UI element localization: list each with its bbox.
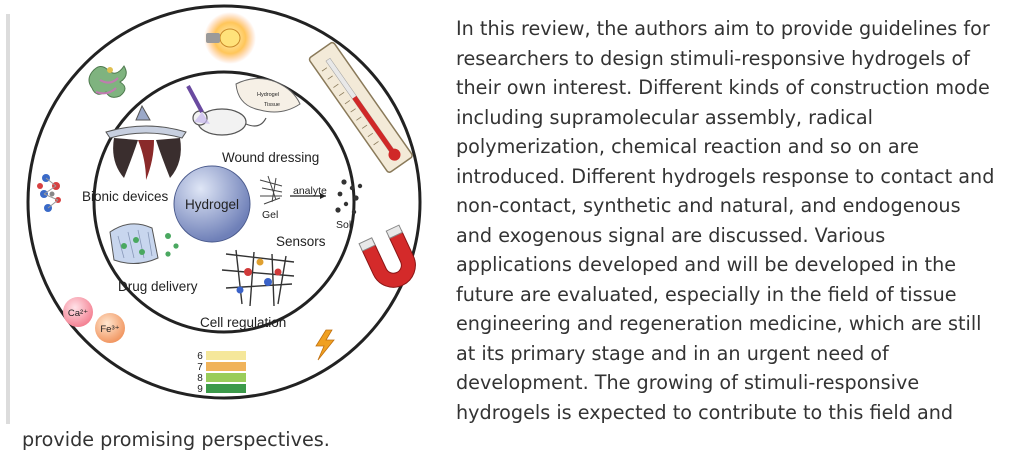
magnet-icon — [358, 224, 416, 288]
paragraph-line: introduced. Different hydrogels response… — [456, 164, 995, 188]
tissue-inset: Hydrogel Tissue — [235, 78, 301, 113]
paragraph-tail: provide promising perspectives. — [22, 428, 330, 451]
paragraph-line: and exogenous signal are discussed. Vari… — [456, 223, 886, 247]
light-bulb-icon — [204, 12, 256, 64]
hydrogel-figure: Hydrogel — [22, 0, 426, 404]
paragraph-line: polymerization, chemical reaction and so… — [456, 135, 919, 158]
protein-structure-icon — [88, 65, 127, 98]
sensor-gel-label: Gel — [262, 209, 278, 221]
iron-ion-badge: Fe³⁺ — [95, 313, 125, 343]
bionic-devices-label: Bionic devices — [82, 189, 169, 204]
paragraph-line: non-contact, synthetic and natural, and … — [456, 194, 961, 217]
cell-regulation-illustration — [221, 249, 295, 307]
figure-svg: Hydrogel — [26, 4, 422, 400]
paragraph-line: engineering and regeneration medicine, w… — [456, 312, 982, 335]
cell-regulation-label: Cell regulation — [200, 315, 286, 330]
paragraph-line: hydrogels is expected to contribute to t… — [456, 400, 954, 424]
thermometer-icon — [308, 41, 413, 173]
sensor-sol-label: Sol — [336, 219, 351, 231]
paragraph-line: their own interest. Different kinds of c… — [456, 76, 990, 99]
sensor-analyte-label: analyte — [293, 185, 327, 197]
paragraph-line: at its primary stage and in an urgent ne… — [456, 341, 889, 365]
sensors-label: Sensors — [276, 234, 326, 249]
ph-swatch-6 — [206, 351, 246, 360]
drug-delivery-label: Drug delivery — [118, 279, 198, 294]
hydrogel-sphere — [173, 165, 251, 243]
mouse-illustration — [186, 85, 267, 136]
mouse-tissue-label: Tissue — [264, 102, 280, 108]
ph-swatch-9 — [206, 384, 246, 393]
drug-delivery-illustration — [109, 223, 179, 264]
hydrogel-center-label: Hydrogel — [185, 197, 239, 212]
paragraph-line: development. The growing of stimuli-resp… — [456, 371, 920, 394]
lightning-icon — [315, 329, 335, 361]
bionic-gripper-illustration — [105, 104, 187, 180]
article-paragraph: In this review, the authors aim to provi… — [456, 14, 1006, 427]
blockquote-rule — [6, 14, 10, 424]
ph-9-label: 9 — [197, 384, 203, 395]
paragraph-line: including supramolecular assembly, radic… — [456, 105, 873, 129]
ph-swatch-8 — [206, 373, 246, 382]
ph-swatch-7 — [206, 362, 246, 371]
calcium-ion-label: Ca²⁺ — [68, 308, 88, 319]
iron-ion-label: Fe³⁺ — [100, 324, 119, 335]
paragraph-line: future are evaluated, especially in the … — [456, 282, 957, 306]
sensor-illustration — [259, 175, 363, 215]
ph-7-label: 7 — [197, 362, 203, 373]
ph-8-label: 8 — [197, 373, 203, 384]
ph-scale: 6 7 8 9 — [197, 351, 246, 395]
wound-dressing-label: Wound dressing — [222, 150, 319, 165]
molecule-model-icon — [37, 174, 61, 212]
calcium-ion-badge: Ca²⁺ — [63, 297, 93, 327]
paragraph-line: applications developed and will be devel… — [456, 253, 957, 276]
paragraph-line: In this review, the authors aim to provi… — [456, 17, 990, 40]
mouse-hydrogel-label: Hydrogel — [257, 92, 279, 98]
paragraph-line: researchers to design stimuli-responsive… — [456, 46, 970, 70]
ph-6-label: 6 — [197, 351, 203, 362]
